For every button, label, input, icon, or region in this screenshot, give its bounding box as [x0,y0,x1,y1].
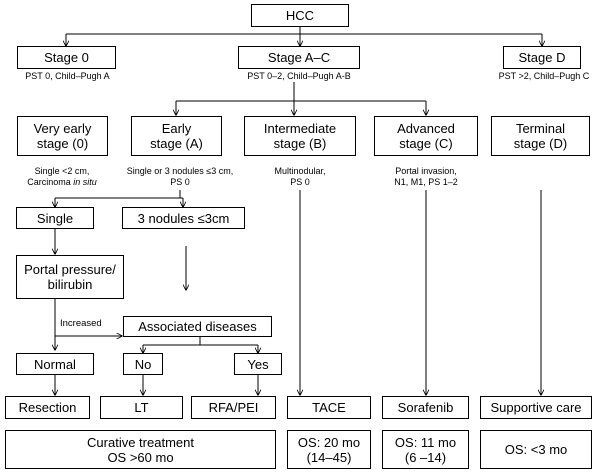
terminal-line2: stage (D) [513,136,568,151]
supportive-care-node: Supportive care [480,396,592,419]
very-early-line2: stage (0) [36,136,89,151]
yes-node: Yes [234,353,282,375]
rfa-pei-node: RFA/PEI [191,396,276,419]
curative-outcome-node: Curative treatment OS >60 mo [5,430,276,469]
intermediate-criteria: Multinodular, PS 0 [274,166,326,187]
resection-node: Resection [5,396,90,419]
hcc-node: HCC [251,4,349,27]
supportive-outcome-node: OS: <3 mo [480,430,592,469]
hcc-label: HCC [285,8,315,23]
very-early-criteria: Single <2 cm, Carcinoma in situ [27,166,97,187]
very-early-stage-node: Very early stage (0) [17,116,108,156]
intermediate-stage-node: Intermediate stage (B) [244,116,356,156]
single-node: Single [16,207,94,229]
associated-diseases-node: Associated diseases [123,316,272,337]
stage-0-label: Stage 0 [44,50,89,65]
sorafenib-node: Sorafenib [382,396,469,419]
advanced-criteria: Portal invasion, N1, M1, PS 1–2 [394,166,458,187]
no-node: No [123,353,163,375]
early-line1: Early [161,121,192,136]
stage-0-criteria: PST 0, Child–Pugh A [25,71,110,81]
tace-outcome-node: OS: 20 mo (14–45) [287,430,371,469]
increased-label: Increased [60,318,102,329]
intermediate-line2: stage (B) [273,136,327,151]
tace-node: TACE [287,396,371,419]
normal-node: Normal [16,353,94,375]
terminal-line1: Terminal [515,121,566,136]
stage-d-node: Stage D [503,46,581,69]
stage-a-c-label: Stage A–C [267,50,331,65]
stage-a-c-criteria: PST 0–2, Child–Pugh A-B [247,71,351,81]
advanced-line2: stage (C) [399,136,453,151]
stage-d-criteria: PST >2, Child–Pugh C [498,71,590,81]
advanced-stage-node: Advanced stage (C) [374,116,478,156]
stage-a-c-node: Stage A–C [238,46,360,69]
intermediate-line1: Intermediate [263,121,337,136]
early-criteria: Single or 3 nodules ≤3 cm, PS 0 [126,166,234,187]
portal-pressure-node: Portal pressure/ bilirubin [16,255,124,299]
very-early-line1: Very early [33,121,92,136]
stage-d-label: Stage D [518,50,566,65]
terminal-stage-node: Terminal stage (D) [491,116,590,156]
advanced-line1: Advanced [397,121,455,136]
early-stage-node: Early stage (A) [131,116,222,156]
stage-0-node: Stage 0 [17,46,116,69]
sorafenib-outcome-node: OS: 11 mo (6 –14) [382,430,469,469]
lt-node: LT [100,396,183,419]
early-line2: stage (A) [150,136,203,151]
three-nodules-node: 3 nodules ≤3cm [122,207,245,229]
